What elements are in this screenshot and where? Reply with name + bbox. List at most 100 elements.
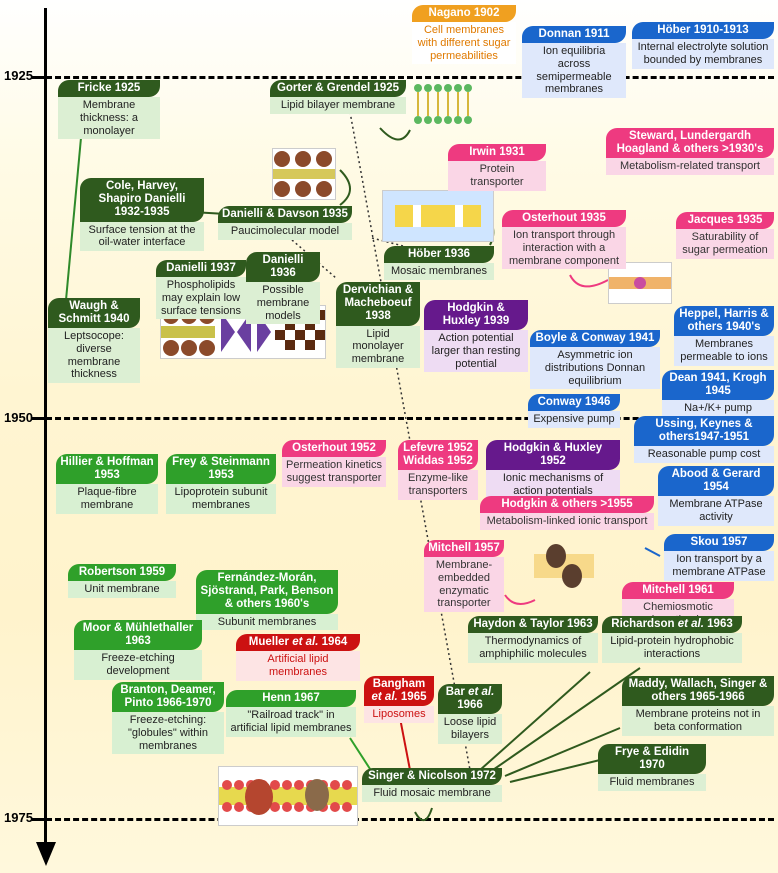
haydon-to-singer-line bbox=[479, 671, 591, 771]
card-head: Ussing, Keynes & others1947-1951 bbox=[634, 416, 774, 447]
card-body: Fluid mosaic membrane bbox=[362, 785, 502, 802]
osterhout-arrow bbox=[569, 274, 609, 288]
card-head: Conway 1946 bbox=[528, 394, 620, 412]
card-robertson-1959: Robertson 1959 Unit membrane bbox=[68, 564, 176, 598]
card-head: Mitchell 1961 bbox=[622, 582, 734, 600]
card-bar-1966: Bar et al. 1966 Loose lipid bilayers bbox=[438, 684, 502, 744]
card-body: Protein transporter bbox=[448, 161, 546, 191]
card-head: Hodgkin & Huxley 1939 bbox=[424, 300, 528, 331]
card-body: Membrane-embedded enzymatic transporter bbox=[424, 557, 504, 612]
card-body: Subunit membranes bbox=[196, 613, 338, 631]
card-body: Mosaic membranes bbox=[384, 263, 494, 280]
card-hodgkin-1952: Hodgkin & Huxley 1952 Ionic mechanisms o… bbox=[486, 440, 620, 500]
card-head: Höber 1910-1913 bbox=[632, 22, 774, 40]
card-waugh-1940: Waugh & Schmitt 1940 Leptsocope: diverse… bbox=[48, 298, 140, 383]
card-jacques-1935: Jacques 1935 Saturability of sugar perme… bbox=[676, 212, 774, 259]
card-head: Waugh & Schmitt 1940 bbox=[48, 298, 140, 329]
card-head: Henn 1967 bbox=[226, 690, 356, 708]
card-mitchell-1957: Mitchell 1957 Membrane-embedded enzymati… bbox=[424, 540, 504, 612]
card-body: Freeze-etching: "globules" within membra… bbox=[112, 712, 224, 755]
card-head: Donnan 1911 bbox=[522, 26, 626, 44]
card-head: Lefevre 1952 Widdas 1952 bbox=[398, 440, 478, 471]
paucimolecular-illustration bbox=[272, 148, 336, 200]
card-branton-1966: Branton, Deamer, Pinto 1966-1970 Freeze-… bbox=[112, 682, 224, 755]
card-head: Frye & Edidin 1970 bbox=[598, 744, 706, 775]
card-head: Abood & Gerard 1954 bbox=[658, 466, 774, 497]
card-body: Ion equilibria across semipermeable memb… bbox=[522, 43, 626, 98]
card-body: Membranes permeable to ions bbox=[674, 336, 774, 366]
card-head: Fricke 1925 bbox=[58, 80, 160, 98]
card-body: Possible membrane models bbox=[246, 282, 320, 325]
bilayer-illustration bbox=[414, 84, 472, 124]
card-head: Cole, Harvey, Shapiro Danielli 1932-1935 bbox=[80, 178, 204, 222]
card-body: Plaque-fibre membrane bbox=[56, 484, 158, 514]
card-head: Jacques 1935 bbox=[676, 212, 774, 230]
card-body: Expensive pump bbox=[528, 411, 620, 428]
card-head: Danielli 1937 bbox=[156, 260, 246, 278]
card-head: Danielli 1936 bbox=[246, 252, 320, 283]
fluid-mosaic-arrow bbox=[414, 807, 433, 821]
card-head: Frey & Steinmann 1953 bbox=[166, 454, 276, 485]
card-body: Phospholipids may explain low surface te… bbox=[156, 277, 246, 320]
card-body: "Railroad track" in artificial lipid mem… bbox=[226, 707, 356, 737]
card-cole-1932: Cole, Harvey, Shapiro Danielli 1932-1935… bbox=[80, 178, 204, 251]
tick-1950 bbox=[32, 417, 46, 420]
card-body: Asymmetric ion distributions Donnan equi… bbox=[530, 347, 660, 390]
card-body: Action potential larger than resting pot… bbox=[424, 330, 528, 373]
card-head: Richardson et al. 1963 bbox=[602, 616, 742, 634]
card-head: Hodgkin & others >1955 bbox=[480, 496, 654, 514]
card-head: Dean 1941, Krogh 1945 bbox=[662, 370, 774, 401]
card-body: Permeation kinetics suggest transporter bbox=[282, 457, 386, 487]
card-skou-1957: Skou 1957 Ion transport by a membrane AT… bbox=[664, 534, 774, 581]
card-head: Bangham et al. 1965 bbox=[364, 676, 434, 707]
card-head: Nagano 1902 bbox=[412, 5, 516, 23]
card-henn-1967: Henn 1967 "Railroad track" in artificial… bbox=[226, 690, 356, 737]
paucimolecular-arrow bbox=[339, 169, 351, 206]
fricke-to-waugh-line bbox=[65, 126, 83, 301]
divider-1975 bbox=[46, 818, 774, 821]
card-head: Dervichian & Macheboeuf 1938 bbox=[336, 282, 420, 326]
card-nagano-1902: Nagano 1902 Cell membranes with differen… bbox=[412, 5, 516, 65]
card-head: Singer & Nicolson 1972 bbox=[362, 768, 502, 786]
card-head: Höber 1936 bbox=[384, 246, 494, 264]
frye-to-singer-line bbox=[509, 759, 601, 783]
card-gorter-1925: Gorter & Grendel 1925 Lipid bilayer memb… bbox=[270, 80, 406, 114]
card-body: Reasonable pump cost bbox=[634, 446, 774, 464]
card-hillier-1953: Hillier & Hoffman 1953 Plaque-fibre memb… bbox=[56, 454, 158, 514]
card-danielli-1937: Danielli 1937 Phospholipids may explain … bbox=[156, 260, 246, 320]
card-body: Membrane ATPase activity bbox=[658, 496, 774, 526]
richardson-to-singer-line bbox=[489, 667, 641, 773]
card-body: Thermodynamics of amphiphilic molecules bbox=[468, 633, 598, 663]
card-hodgkin-1939: Hodgkin & Huxley 1939 Action potential l… bbox=[424, 300, 528, 373]
card-head: Branton, Deamer, Pinto 1966-1970 bbox=[112, 682, 224, 713]
card-body: Internal electrolyte solution bounded by… bbox=[632, 39, 774, 69]
card-head: Mitchell 1957 bbox=[424, 540, 504, 558]
card-osterhout-1952: Osterhout 1952 Permeation kinetics sugge… bbox=[282, 440, 386, 487]
card-body: Ionic mechanisms of action potentials bbox=[486, 470, 620, 500]
maddy-to-singer-line bbox=[504, 727, 621, 777]
year-label-1925: 1925 bbox=[4, 68, 33, 83]
card-body: Loose lipid bilayers bbox=[438, 714, 502, 744]
card-danielli-1936: Danielli 1936 Possible membrane models bbox=[246, 252, 320, 325]
card-fernandez-1960s: Fernández-Morán, Sjöstrand, Park, Benson… bbox=[196, 570, 338, 631]
card-fricke-1925: Fricke 1925 Membrane thickness: a monola… bbox=[58, 80, 160, 140]
card-steward-1930s: Steward, Lundergardh Hoagland & others >… bbox=[606, 128, 774, 176]
card-boyle-1941: Boyle & Conway 1941 Asymmetric ion distr… bbox=[530, 330, 660, 390]
card-body: Lipid-protein hydrophobic interactions bbox=[602, 633, 742, 663]
card-head: Fernández-Morán, Sjöstrand, Park, Benson… bbox=[196, 570, 338, 614]
card-body: Freeze-etching development bbox=[74, 650, 202, 680]
card-head: Moor & Mühlethaller 1963 bbox=[74, 620, 202, 651]
card-osterhout-1935: Osterhout 1935 Ion transport through int… bbox=[502, 210, 626, 270]
card-ussing-1947: Ussing, Keynes & others1947-1951 Reasona… bbox=[634, 416, 774, 464]
card-heppel-1940s: Heppel, Harris & others 1940's Membranes… bbox=[674, 306, 774, 366]
timeline-axis bbox=[44, 8, 47, 848]
card-maddy-1965: Maddy, Wallach, Singer & others 1965-196… bbox=[622, 676, 774, 736]
card-head: Irwin 1931 bbox=[448, 144, 546, 162]
card-body: Membrane thickness: a monolayer bbox=[58, 97, 160, 140]
divider-1925 bbox=[46, 76, 774, 79]
card-body: Membrane proteins not in beta conformati… bbox=[622, 706, 774, 736]
card-head: Haydon & Taylor 1963 bbox=[468, 616, 598, 634]
fluid-mosaic-illustration bbox=[218, 766, 358, 826]
card-body: Liposomes bbox=[364, 706, 434, 724]
